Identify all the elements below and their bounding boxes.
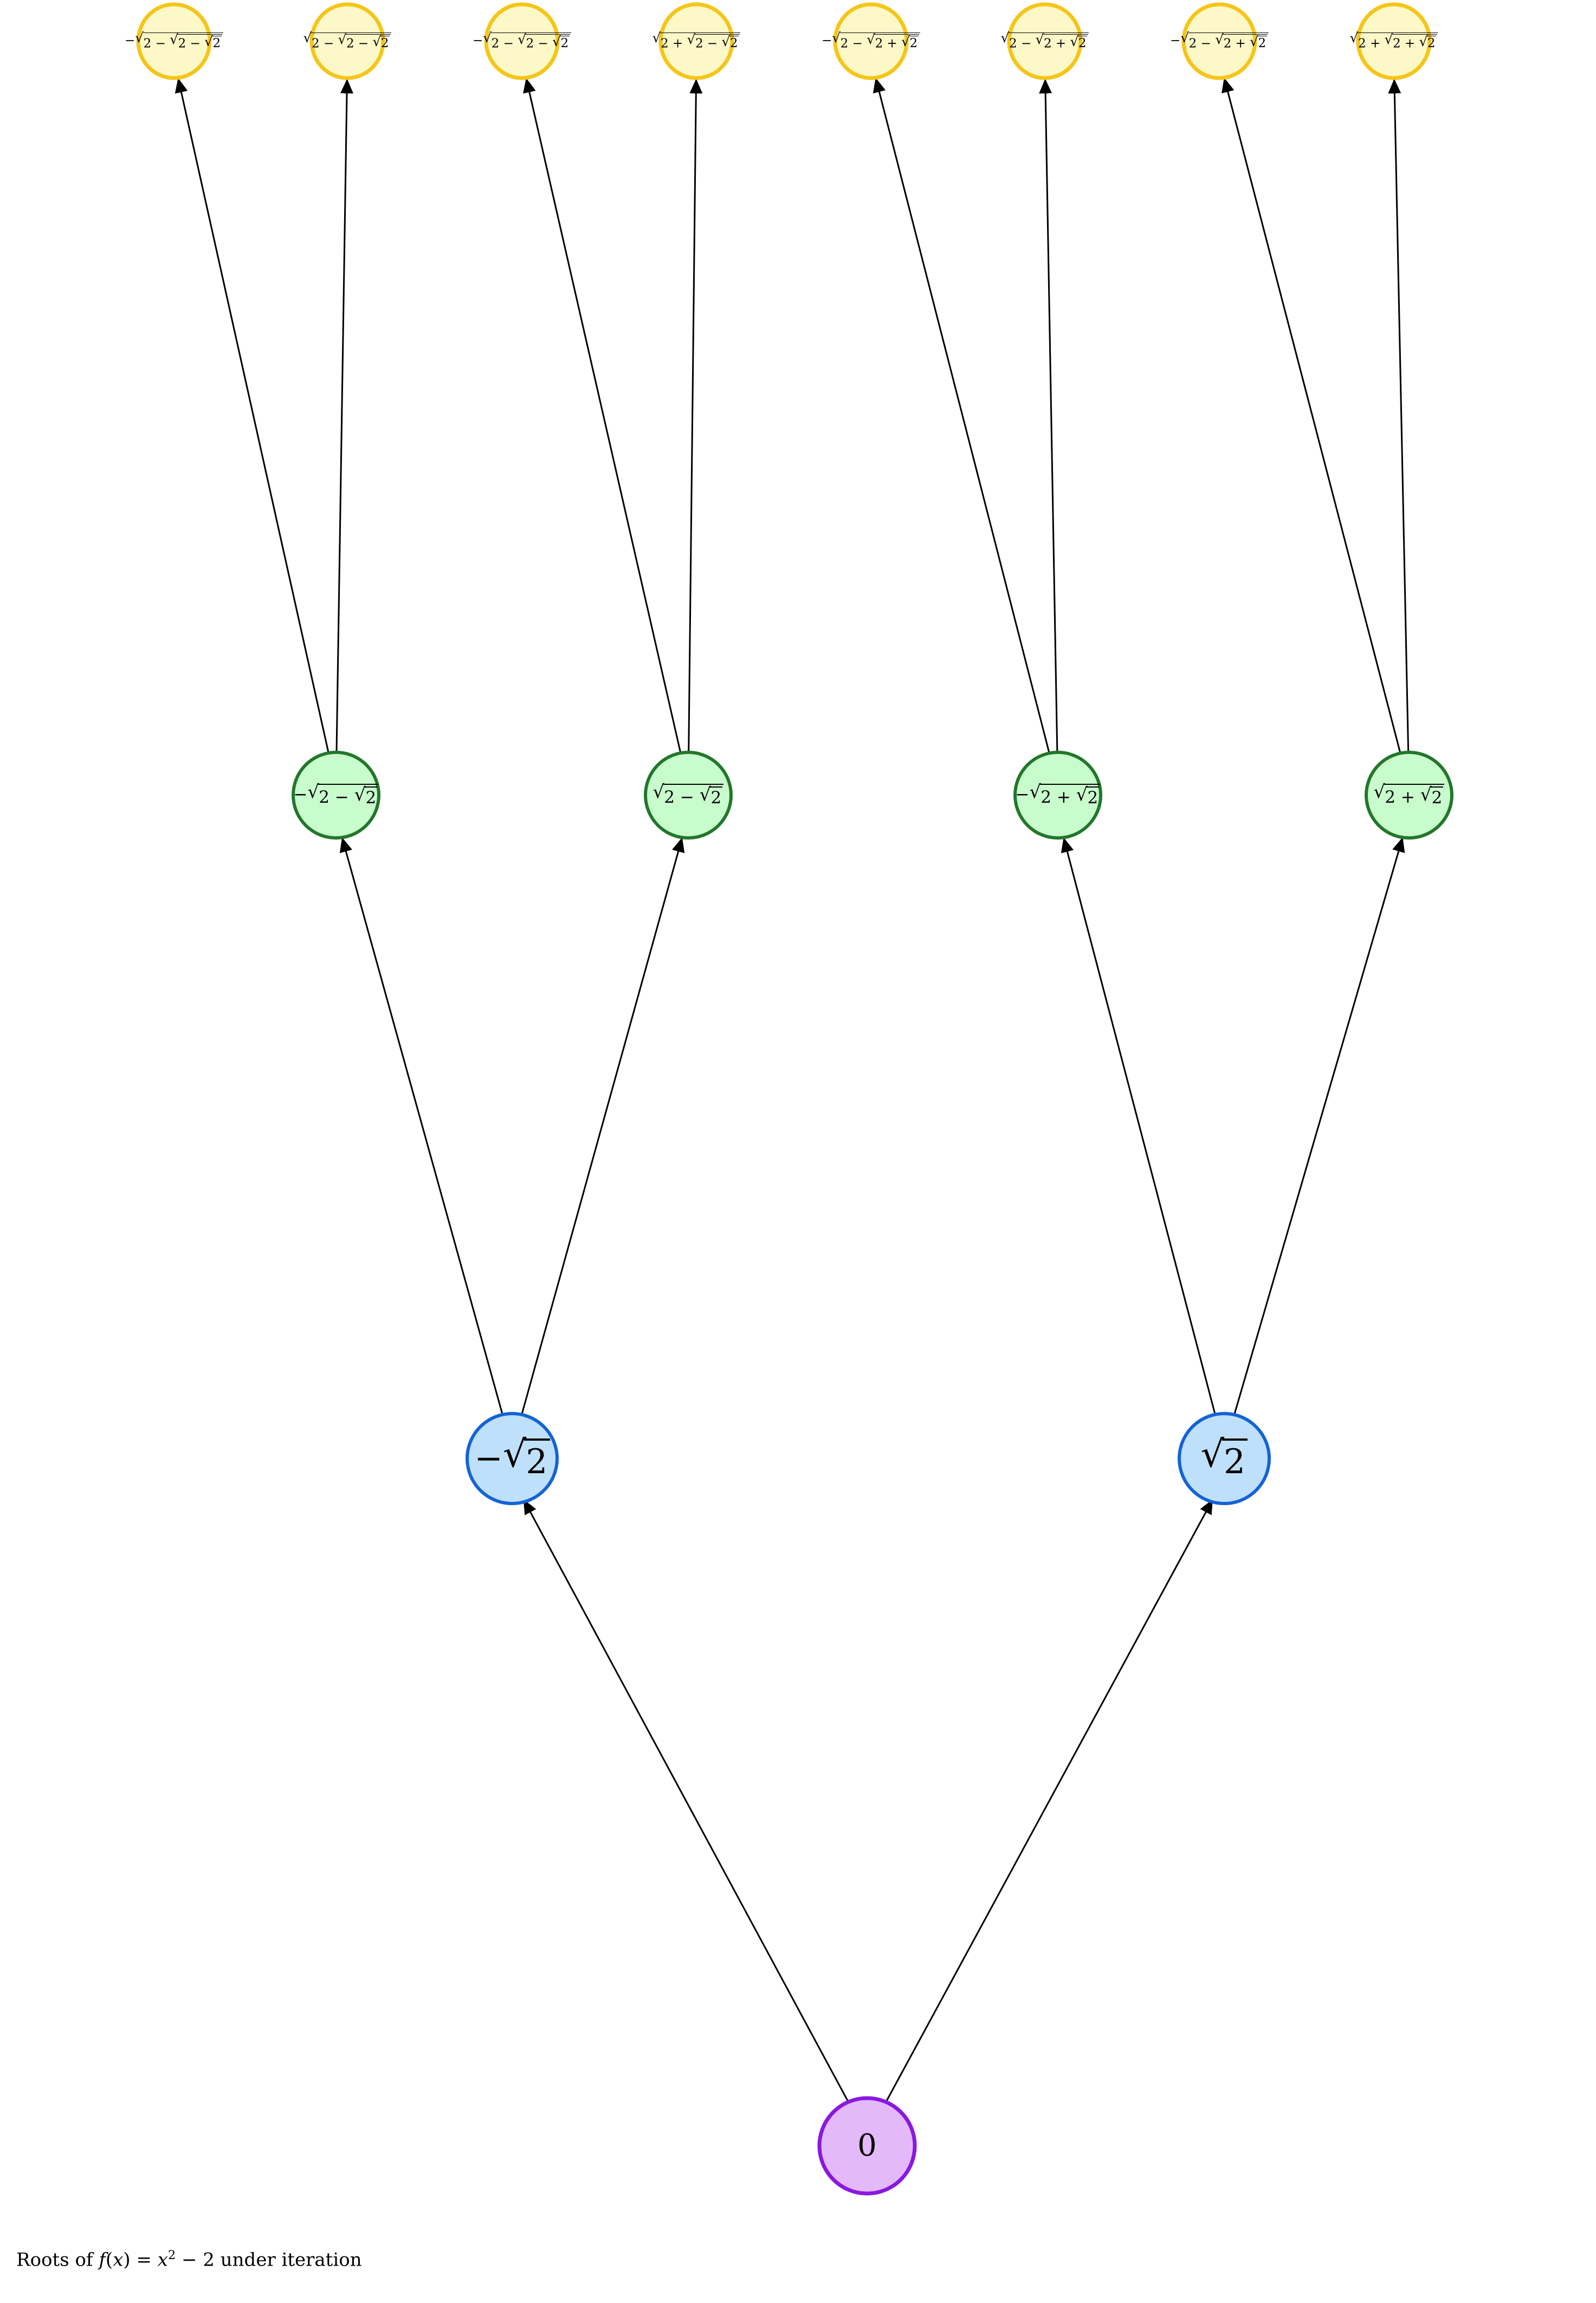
node-label: 2 + 2 − 2 xyxy=(621,25,772,57)
node-label-wrapper: 0 xyxy=(857,2127,877,2163)
tree-node[interactable]: −2 − 2 − 2 xyxy=(446,2,598,80)
node-label: 0 xyxy=(857,2127,877,2163)
tree-node[interactable]: 2 xyxy=(1147,1412,1302,1505)
node-label-wrapper: 2 xyxy=(1147,1414,1302,1503)
tree-edge xyxy=(1388,79,1410,753)
node-label: 2 − 2 − 2 xyxy=(272,25,423,57)
node-label: 2 − 2 + 2 xyxy=(969,25,1121,57)
tree-edge xyxy=(688,79,703,753)
tree-edge xyxy=(1039,79,1058,753)
tree-edge xyxy=(873,77,1051,755)
tree-edge xyxy=(523,78,682,754)
node-label-wrapper: 2 + 2 − 2 xyxy=(621,25,772,57)
tree-node[interactable]: −2 + 2 xyxy=(982,751,1134,840)
node-label-wrapper: 2 − 2 + 2 xyxy=(969,25,1121,57)
node-label-wrapper: −2 xyxy=(435,1414,590,1503)
node-layer: −2 − 2 − 2 2 − 2 − 2 −2 − 2 − 2 2 + 2 − 2 −2… xyxy=(98,4,1485,2194)
node-label-wrapper: −2 − 2 + 2 xyxy=(1143,25,1295,57)
node-label-wrapper: 2 + 2 + 2 xyxy=(1318,25,1470,57)
node-circle[interactable] xyxy=(817,2096,917,2196)
tree-node[interactable]: 2 + 2 xyxy=(1333,751,1485,840)
tree-node[interactable]: −2 xyxy=(435,1412,590,1505)
tree-node[interactable]: 0 xyxy=(787,2096,947,2196)
node-label: −2 − 2 − 2 xyxy=(446,25,598,57)
tree-node[interactable]: −2 − 2 + 2 xyxy=(795,2,947,80)
node-label: −2 − 2 − 2 xyxy=(98,25,250,57)
node-label: 2 + 2 + 2 xyxy=(1318,25,1470,57)
tree-edge xyxy=(522,1499,851,2105)
node-label-wrapper: −2 − 2 + 2 xyxy=(795,25,947,57)
node-label: 2 − 2 xyxy=(612,773,764,817)
figure-caption: Roots of f(x) = x2 − 2 under iteration xyxy=(16,2248,362,2271)
node-label-wrapper: −2 − 2 xyxy=(260,773,412,817)
edge-layer xyxy=(175,77,1410,2105)
tree-edge xyxy=(1222,77,1402,755)
tree-node[interactable]: 2 + 2 − 2 xyxy=(621,2,772,80)
node-label: −2 + 2 xyxy=(982,773,1134,817)
tree-node[interactable]: 2 − 2 + 2 xyxy=(969,2,1121,80)
node-label-wrapper: 2 + 2 xyxy=(1333,773,1485,817)
node-label-wrapper: −2 − 2 − 2 xyxy=(98,25,250,57)
node-label: −2 − 2 + 2 xyxy=(1143,25,1295,57)
tree-edge xyxy=(175,78,330,754)
tree-node[interactable]: −2 − 2 xyxy=(260,751,412,840)
node-label: 2 + 2 xyxy=(1333,773,1485,817)
tree-node[interactable]: −2 − 2 − 2 xyxy=(98,2,250,80)
node-label-wrapper: 2 − 2 xyxy=(612,773,764,817)
node-label-wrapper: 2 − 2 − 2 xyxy=(272,25,423,57)
node-label-wrapper: −2 − 2 − 2 xyxy=(446,25,598,57)
node-label: 2 xyxy=(1147,1414,1302,1503)
node-label: −2 − 2 xyxy=(260,773,412,817)
tree-edge xyxy=(335,79,354,753)
node-label: −2 − 2 + 2 xyxy=(795,25,947,57)
tree-node[interactable]: 2 − 2 xyxy=(612,751,764,840)
tree-node[interactable]: 2 − 2 − 2 xyxy=(272,2,423,80)
tree-edge xyxy=(1233,837,1405,1417)
tree-edge xyxy=(339,837,504,1416)
tree-edge xyxy=(1061,837,1217,1416)
tree-node[interactable]: 2 + 2 + 2 xyxy=(1318,2,1470,80)
tree-edge xyxy=(520,837,685,1416)
tree-edge xyxy=(884,1499,1214,2105)
tree-node[interactable]: −2 − 2 + 2 xyxy=(1143,2,1295,80)
node-label-wrapper: −2 + 2 xyxy=(982,773,1134,817)
node-label: −2 xyxy=(435,1414,590,1503)
